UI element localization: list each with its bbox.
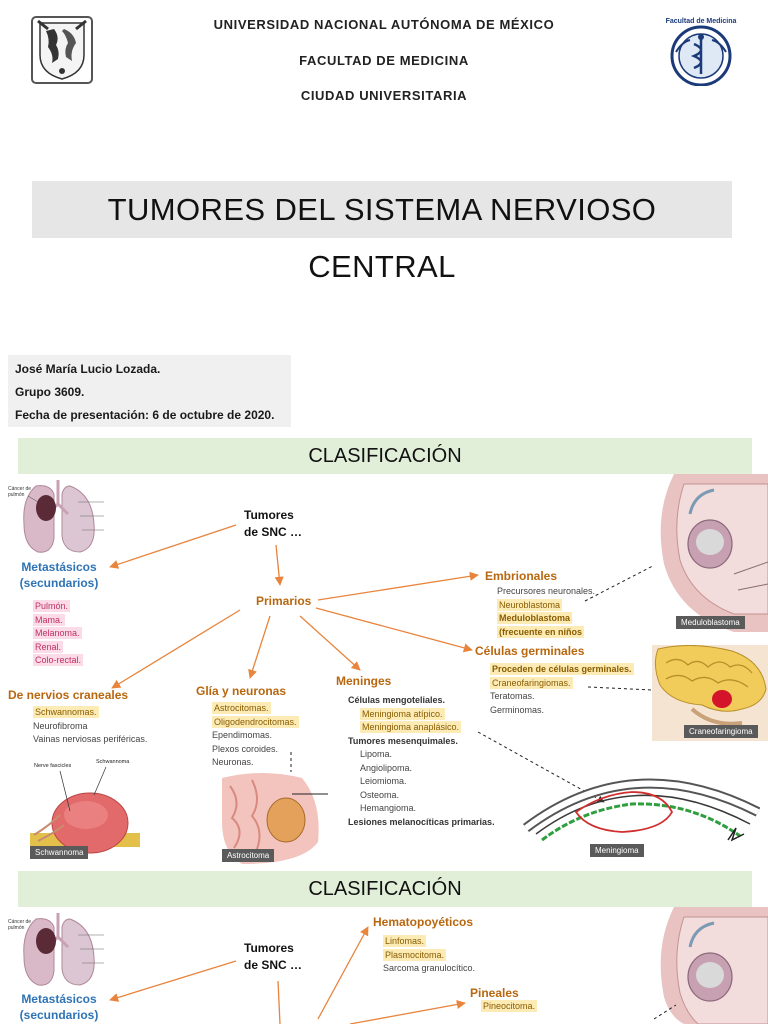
- pineales-heading: Pineales: [470, 986, 519, 1000]
- list-item: Teratomas.: [490, 691, 535, 701]
- list-item: Neuroblastoma: [497, 598, 563, 611]
- list-item: Ependimomas.: [212, 730, 273, 740]
- list-item: Precursores neuronales.: [497, 586, 596, 596]
- presentation-title: TUMORES DEL SISTEMA NERVIOSO CENTRAL: [107, 192, 657, 284]
- list-item: Schwannomas.: [33, 706, 99, 718]
- list-item: Mama.: [33, 613, 65, 626]
- metastasicos-list: Pulmón. Mama. Melanoma. Renal. Colo-rect…: [33, 600, 84, 668]
- metastasicos-heading-2: Metastásicos (secundarios): [19, 992, 99, 1022]
- list-item: Angiolipoma.: [360, 762, 413, 773]
- list-item: Meningioma atípico.: [360, 707, 445, 720]
- list-item: Renal.: [33, 640, 64, 653]
- author-group: Grupo 3609.: [15, 385, 85, 399]
- list-item: Sarcoma granulocítico.: [383, 963, 476, 973]
- nervios-craneales-heading: De nervios craneales: [8, 688, 129, 702]
- caption-meduloblastoma: Meduloblastoma: [676, 616, 745, 629]
- author-name: José María Lucio Lozada.: [15, 362, 161, 376]
- caption-schwannoma: Schwannoma: [30, 846, 89, 859]
- slide2-classification-band: CLASIFICACIÓN: [18, 871, 752, 907]
- caption-astrocitoma: Astrocitoma: [222, 849, 275, 862]
- glia-neuronas-list: Astrocitomas. Oligodendrocitomas. Ependi…: [212, 702, 299, 770]
- hematopoyeticos-list: Linfomas. Plasmocitoma. Sarcoma granuloc…: [383, 935, 475, 976]
- svg-text:Facultad de Medicina: Facultad de Medicina: [666, 18, 737, 25]
- list-item: Astrocitomas.: [212, 702, 271, 714]
- list-item: (frecuente en niños: [497, 625, 585, 638]
- list-item: Leiomioma.: [360, 776, 407, 786]
- list-item: Pulmón.: [33, 600, 71, 612]
- author-info-box: José María Lucio Lozada. Grupo 3609. Fec…: [8, 355, 291, 427]
- list-item: Neuronas.: [212, 757, 254, 767]
- list-item: Linfomas.: [383, 935, 427, 947]
- list-item: Plexos coroides.: [212, 743, 279, 754]
- list-item: Craneofaringiomas.: [490, 676, 573, 689]
- list-item: Oligodendrocitomas.: [212, 715, 299, 728]
- list-item: Meningioma anaplásico.: [360, 721, 462, 733]
- meningioma-illustration: Meningioma: [522, 768, 760, 862]
- list-item: Melanoma.: [33, 627, 82, 639]
- hematopoyeticos-heading: Hematopoyéticos: [373, 915, 474, 929]
- list-item: Colo-rectal.: [33, 654, 84, 666]
- list-item: Meduloblastoma: [497, 612, 573, 624]
- list-item: Hemangioma.: [360, 803, 417, 813]
- meninges-heading: Meninges: [336, 674, 392, 688]
- nervios-craneales-list: Schwannomas. Neurofibroma Vainas nervios…: [33, 706, 147, 747]
- list-item: Lipoma.: [360, 749, 393, 759]
- germinales-list: Proceden de células germinales. Craneofa…: [490, 663, 634, 717]
- caption-craneofaringioma: Craneofaringioma: [684, 725, 758, 738]
- slide2-connector-arrows: [109, 926, 466, 1024]
- meduloblastoma-illustration: Meduloblastoma: [654, 474, 768, 632]
- faculty-name: FACULTAD DE MEDICINA: [299, 53, 469, 68]
- campus-name: CIUDAD UNIVERSITARIA: [300, 88, 468, 103]
- list-item: Osteoma.: [360, 789, 400, 800]
- list-item: Células mengoteliales.: [348, 695, 446, 705]
- title-banner: TUMORES DEL SISTEMA NERVIOSO CENTRAL: [32, 181, 732, 284]
- list-item: Germinomas.: [490, 704, 545, 715]
- slide1-classification-band: CLASIFICACIÓN: [18, 438, 752, 474]
- craneofaringioma-illustration: Craneofaringioma: [652, 645, 768, 741]
- presentation-date: Fecha de presentación: 6 de octubre de 2…: [15, 408, 275, 422]
- list-item: Neurofibroma: [33, 720, 88, 731]
- university-name: UNIVERSIDAD NACIONAL AUTÓNOMA DE MÉXICO: [213, 17, 555, 32]
- embrionales-list: Precursores neuronales. Neuroblastoma Me…: [497, 585, 595, 639]
- lung-cancer-illustration-2: Cáncer de pulmón: [8, 913, 108, 991]
- list-item: Tumores mesenquimales.: [348, 735, 458, 746]
- schwannoma-illustration: Nerve fascicles Schwannoma Schwannoma: [30, 755, 140, 863]
- unam-seal-logo: [30, 15, 94, 85]
- embrionales-heading: Embrionales: [485, 569, 558, 583]
- germinales-heading: Células germinales: [475, 644, 585, 658]
- schwannoma-small-label: Schwannoma: [96, 759, 130, 765]
- facultad-medicina-logo: Facultad de Medicina: [664, 16, 738, 86]
- snc-root-node-2: Tumores de SNC …: [244, 941, 303, 972]
- primarios-node: Primarios: [256, 594, 312, 608]
- list-item: Vainas nerviosas periféricas.: [33, 734, 148, 744]
- list-item: Plasmocitoma.: [383, 948, 447, 961]
- lung-image-label: Cáncer de pulmón: [8, 486, 32, 498]
- nerve-fascicles-label: Nerve fascicles: [34, 763, 72, 769]
- caption-meningioma: Meningioma: [590, 844, 644, 857]
- snc-root-node: Tumores de SNC …: [244, 508, 303, 539]
- pineales-list: Pineocitoma.: [481, 1000, 538, 1014]
- list-item: Proceden de células germinales.: [490, 663, 634, 675]
- list-item: Lesiones melanocíticas primarias.: [348, 816, 495, 827]
- lung-cancer-illustration: Cáncer de pulmón: [8, 480, 108, 558]
- lung-image-label-2: Cáncer de pulmón: [8, 919, 32, 931]
- astrocitoma-illustration: Astrocitoma: [222, 772, 328, 864]
- meduloblastoma-illustration-2: [654, 907, 768, 1024]
- metastasicos-heading: Metastásicos (secundarios): [19, 560, 99, 590]
- glia-neuronas-heading: Glía y neuronas: [196, 684, 287, 698]
- meninges-list: Células mengoteliales. Meningioma atípic…: [348, 694, 495, 829]
- list-item: Pineocitoma.: [481, 1000, 538, 1012]
